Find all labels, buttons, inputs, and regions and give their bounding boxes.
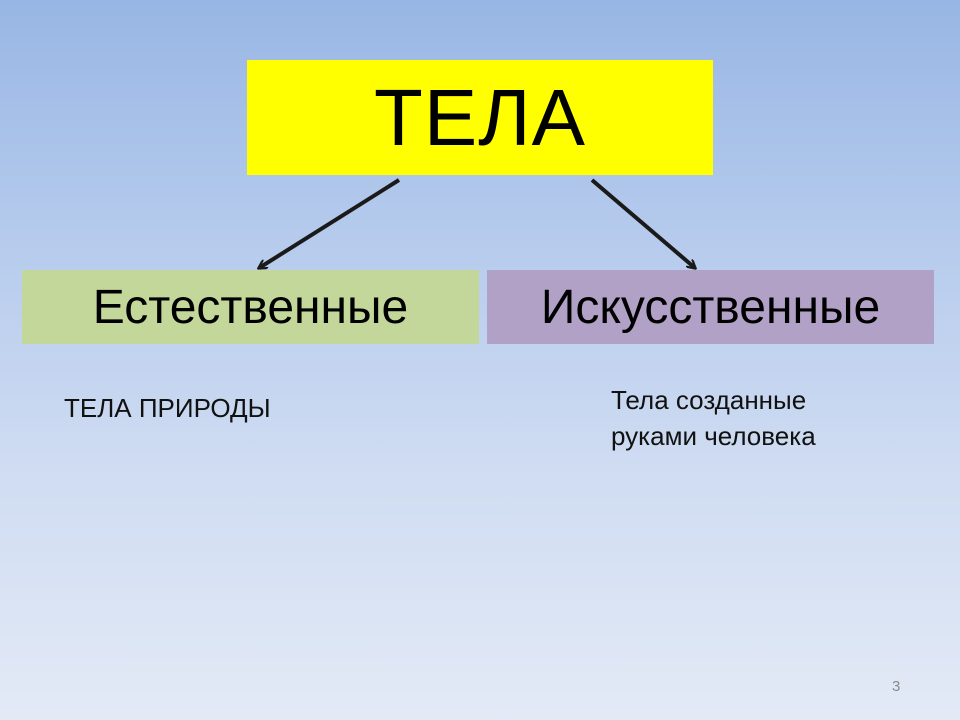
natural-bodies-caption: ТЕЛА ПРИРОДЫ: [64, 390, 271, 426]
arrow-to-natural: [259, 178, 401, 268]
arrow-to-artificial: [590, 178, 695, 268]
natural-bodies-label: Естественные: [92, 280, 409, 334]
artificial-caption-line-1: Тела созданные: [611, 385, 807, 415]
title-box: ТЕЛА: [247, 60, 713, 175]
slide-number: 3: [892, 678, 901, 695]
natural-caption-line: ТЕЛА ПРИРОДЫ: [64, 393, 271, 423]
artificial-bodies-label: Искусственные: [540, 280, 881, 334]
artificial-bodies-box: Искусственные: [487, 270, 934, 344]
natural-bodies-box: Естественные: [22, 270, 479, 344]
artificial-caption-line-2: руками человека: [611, 421, 816, 451]
artificial-bodies-caption: Тела созданные руками человека: [611, 382, 816, 454]
title-label: ТЕЛА: [373, 72, 587, 162]
